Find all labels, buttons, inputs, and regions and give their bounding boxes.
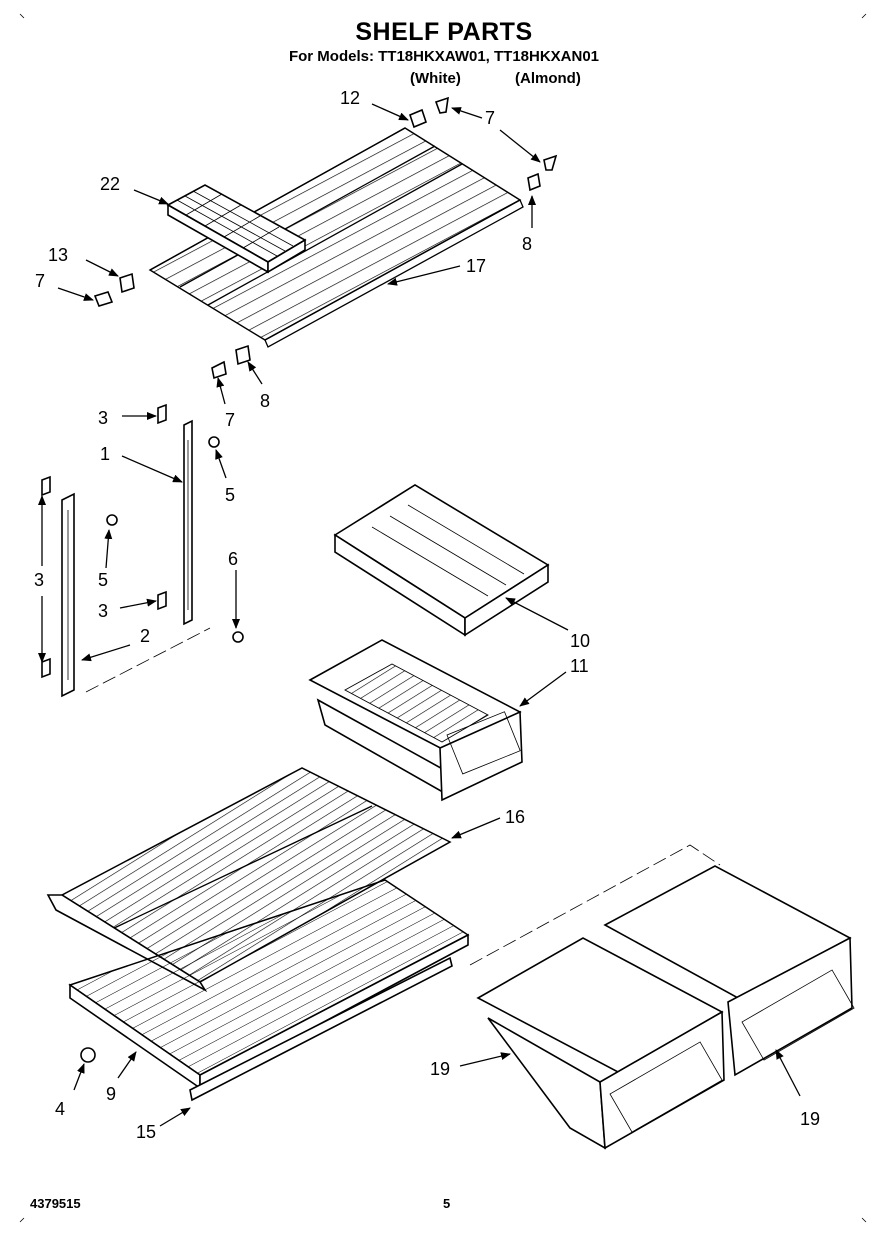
callout-label: 8: [522, 234, 532, 254]
crisper-drawer-right: [603, 865, 855, 1077]
shelf-support-right: [183, 419, 193, 626]
callout-label: 5: [98, 570, 108, 590]
callout-label: 3: [98, 408, 108, 428]
callout-label: 13: [48, 245, 68, 265]
models-line: For Models: TT18HKXAW01, TT18HKXAN01: [288, 48, 600, 65]
variant-white-label: (White): [410, 70, 461, 87]
callout-label: 11: [570, 656, 589, 676]
callout-label: 1: [100, 444, 110, 464]
callout-label: 16: [505, 807, 525, 827]
callout-label: 15: [136, 1122, 156, 1142]
ice-cube-tray: [166, 184, 307, 274]
crisper-drawer-left: [476, 937, 725, 1150]
callout-label: 3: [34, 570, 44, 590]
crisper-tray-cover: [333, 484, 550, 637]
callout-label: 2: [140, 626, 150, 646]
callout-label: 3: [98, 601, 108, 621]
callout-label: 7: [35, 271, 45, 291]
variant-almond-label: (Almond): [515, 70, 581, 87]
crisper-cover-frame: [68, 879, 470, 1090]
crisper-glass-insert: [189, 956, 453, 1102]
callout-labels: 12 7 22 8 13 7 17 7 8 3 1 5 3 5 6 3 2 10…: [34, 88, 820, 1142]
document-number: 4379515: [30, 1196, 81, 1211]
mounting-screws: [106, 436, 244, 643]
leader-lines: [38, 103, 801, 1127]
callout-label: 9: [106, 1084, 116, 1104]
cover-support-button: [80, 1047, 96, 1063]
callout-label: 7: [225, 410, 235, 430]
page-title: SHELF PARTS: [355, 18, 533, 46]
deli-drawer: [308, 639, 523, 802]
callout-label: 19: [800, 1109, 820, 1129]
callout-label: 22: [100, 174, 120, 194]
callout-label: 5: [225, 485, 235, 505]
callout-label: 17: [466, 256, 486, 276]
callout-label: 7: [485, 108, 495, 128]
freezer-wire-shelf: [148, 127, 524, 348]
callout-label: 12: [340, 88, 360, 108]
shelf-brackets-upper: [93, 96, 558, 380]
callout-label: 19: [430, 1059, 450, 1079]
page-number: 5: [443, 1196, 451, 1211]
callout-label: 4: [55, 1099, 65, 1119]
callout-label: 8: [260, 391, 270, 411]
corner-marks: [19, 13, 867, 1223]
support-clips: [41, 403, 167, 679]
shelf-support-left: [61, 492, 75, 698]
callout-label: 6: [228, 549, 238, 569]
callout-label: 10: [570, 631, 590, 651]
